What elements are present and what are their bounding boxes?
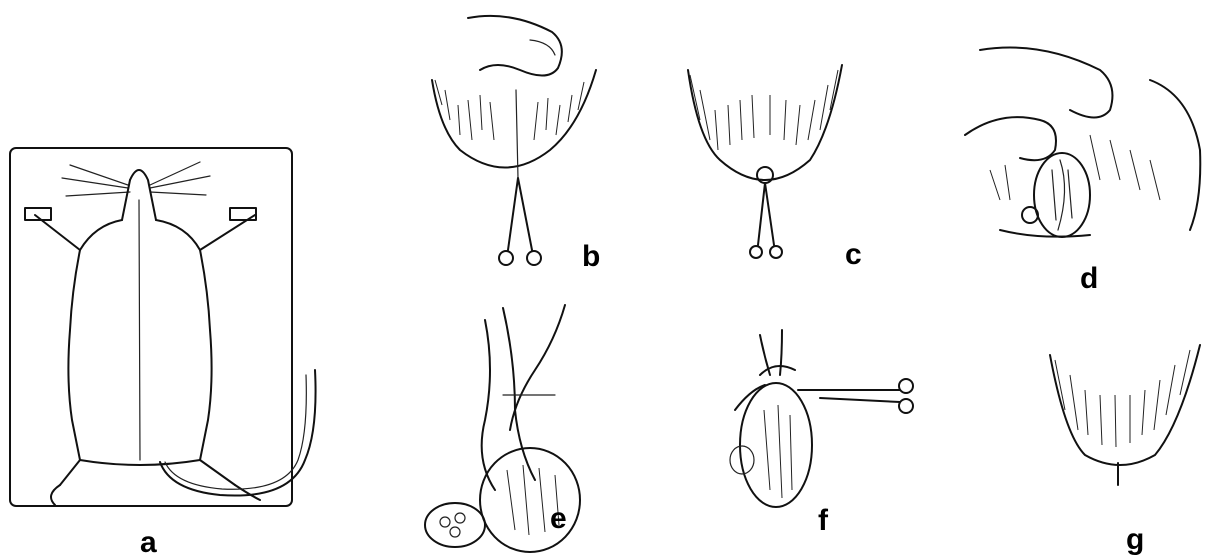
panel-label-c: c bbox=[845, 240, 862, 270]
testis-exteriorization-illustration bbox=[960, 40, 1206, 300]
panel-a: a bbox=[0, 140, 340, 554]
panel-g: g bbox=[1040, 335, 1206, 554]
panel-c: c bbox=[670, 50, 880, 280]
panel-label-g: g bbox=[1126, 525, 1144, 555]
panel-f: f bbox=[720, 330, 930, 530]
cord-cutting-illustration bbox=[720, 330, 930, 530]
sutured-scrotum-illustration bbox=[1040, 335, 1206, 554]
rat-on-board-illustration bbox=[0, 140, 340, 554]
panel-label-b: b bbox=[582, 242, 600, 272]
panel-e: e bbox=[415, 300, 625, 554]
panel-d: d bbox=[960, 40, 1206, 300]
exposed-testis-illustration bbox=[415, 300, 625, 554]
panel-label-d: d bbox=[1080, 264, 1098, 294]
panel-label-e: e bbox=[550, 504, 567, 534]
panel-b: b bbox=[420, 10, 620, 280]
panel-label-f: f bbox=[818, 506, 828, 536]
